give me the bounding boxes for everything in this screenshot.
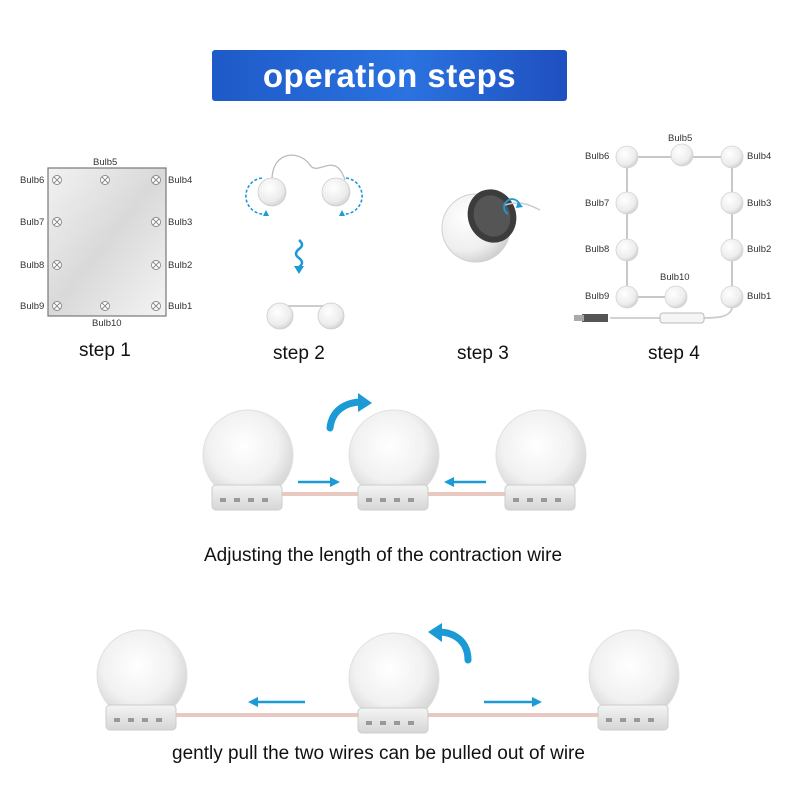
wire	[504, 202, 541, 211]
arrow-right-icon	[484, 697, 542, 707]
bulb-marker	[151, 217, 161, 227]
caption-adjust: Adjusting the length of the contraction …	[204, 545, 563, 566]
bulb-icon	[720, 191, 744, 215]
bulb-icon	[588, 629, 680, 731]
s4-label-bulb1: Bulb1	[747, 291, 772, 302]
rotate-arrow-icon	[326, 393, 372, 432]
bulb-marker	[52, 301, 62, 311]
rotate-arrow-icon	[245, 177, 267, 215]
bulb-icon	[720, 238, 744, 262]
s1-label-bulb9: Bulb9	[20, 301, 45, 312]
rotate-arrow-icon	[341, 177, 363, 215]
rotate-back-arrow-icon	[428, 623, 472, 664]
bulb-marker	[151, 175, 161, 185]
step1-label: step 1	[79, 340, 131, 361]
bulb-icon	[615, 285, 639, 309]
dimmer-switch	[659, 312, 705, 324]
bulb-icon	[348, 409, 440, 511]
bulb-marker	[52, 260, 62, 270]
bulb-icon	[257, 177, 287, 207]
s1-label-bulb6: Bulb6	[20, 175, 45, 186]
bulb-marker	[151, 301, 161, 311]
bulb-icon	[670, 143, 694, 167]
bulb-icon	[495, 409, 587, 511]
bulb-marker	[151, 260, 161, 270]
squiggle-down-arrow-icon	[294, 239, 304, 269]
loose-wire	[271, 154, 346, 181]
bulb-icon	[615, 145, 639, 169]
bulb-icon	[202, 409, 294, 511]
page-title: operation steps	[262, 56, 517, 94]
step2-label: step 2	[273, 343, 325, 364]
header-banner: operation steps	[212, 50, 567, 101]
caption-pull: gently pull the two wires can be pulled …	[172, 743, 585, 764]
bulb-marker	[100, 175, 110, 185]
bulb-icon	[615, 191, 639, 215]
s4-label-bulb2: Bulb2	[747, 244, 772, 255]
step3-label: step 3	[457, 343, 509, 364]
s1-label-bulb3: Bulb3	[168, 217, 193, 228]
step4-label: step 4	[648, 343, 700, 364]
bulb-icon	[664, 285, 688, 309]
s4-label-bulb9: Bulb9	[585, 291, 610, 302]
bulb-marker	[52, 217, 62, 227]
mirror-frame	[47, 167, 167, 317]
bulb-marker	[100, 301, 110, 311]
arrow-right-icon	[298, 477, 340, 487]
s4-label-bulb3: Bulb3	[747, 198, 772, 209]
s4-label-bulb4: Bulb4	[747, 151, 772, 162]
bulb-icon	[720, 145, 744, 169]
s1-label-bulb10: Bulb10	[92, 318, 122, 329]
bulb-icon	[266, 302, 294, 330]
s1-label-bulb8: Bulb8	[20, 260, 45, 271]
s4-label-bulb10: Bulb10	[660, 272, 690, 283]
s1-label-bulb1: Bulb1	[168, 301, 193, 312]
s1-label-bulb5: Bulb5	[93, 157, 118, 168]
bulb-marker	[52, 175, 62, 185]
bulb-icon	[317, 302, 345, 330]
s4-label-bulb5: Bulb5	[668, 133, 693, 144]
bulb-icon	[615, 238, 639, 262]
s1-label-bulb2: Bulb2	[168, 260, 193, 271]
s4-label-bulb8: Bulb8	[585, 244, 610, 255]
s4-label-bulb7: Bulb7	[585, 198, 610, 209]
s1-label-bulb7: Bulb7	[20, 217, 45, 228]
bulb-icon	[348, 632, 440, 734]
arrow-left-icon	[248, 697, 305, 707]
arrow-left-icon	[444, 477, 486, 487]
bulb-icon	[96, 629, 188, 731]
s1-label-bulb4: Bulb4	[168, 175, 193, 186]
bulb-icon	[321, 177, 351, 207]
usb-plug-icon	[582, 314, 608, 322]
s4-label-bulb6: Bulb6	[585, 151, 610, 162]
